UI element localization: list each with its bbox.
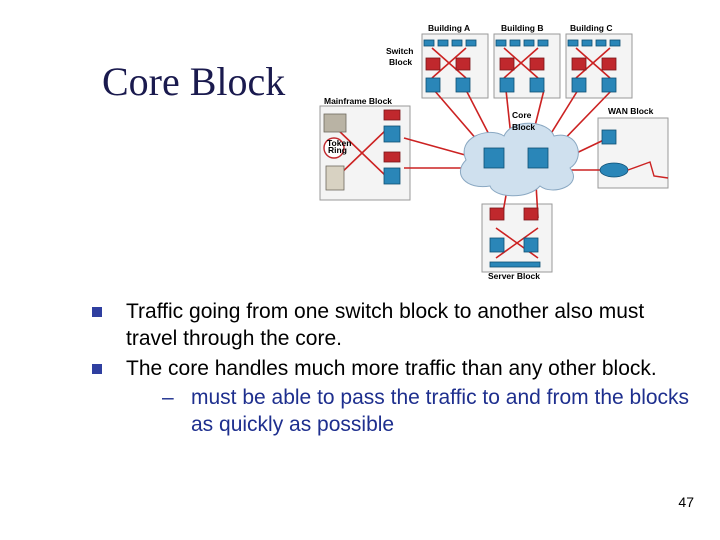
dash-bullet-icon: – <box>162 386 174 409</box>
bullet-text: The core handles much more traffic than … <box>126 357 657 380</box>
bullet-item: The core handles much more traffic than … <box>92 355 692 438</box>
label-building-a: Building A <box>428 23 470 33</box>
label-switch-block-line1: Switch <box>386 46 413 56</box>
sub-bullet-text: must be able to pass the traffic to and … <box>191 386 690 436</box>
label-mainframe-block: Mainframe Block <box>324 96 392 106</box>
label-token-ring-line2: Ring <box>328 145 347 155</box>
label-building-b: Building B <box>501 23 544 33</box>
network-diagram: Building A Building B Building C Switch … <box>319 23 669 281</box>
square-bullet-icon <box>92 307 102 317</box>
bullet-item: Traffic going from one switch block to a… <box>92 298 692 352</box>
label-core-line2: Block <box>512 122 535 132</box>
label-core-line1: Core <box>512 110 532 120</box>
label-token-ring-line1: Token <box>327 138 351 148</box>
bullet-list: Traffic going from one switch block to a… <box>92 298 692 441</box>
sub-bullet-item: – must be able to pass the traffic to an… <box>126 384 692 438</box>
label-building-c: Building C <box>570 23 613 33</box>
label-switch-block-line2: Block <box>389 57 412 67</box>
page-number: 47 <box>678 494 694 510</box>
label-wan-block: WAN Block <box>608 106 654 116</box>
square-bullet-icon <box>92 364 102 374</box>
bullet-text: Traffic going from one switch block to a… <box>126 300 645 350</box>
slide-title: Core Block <box>102 59 286 104</box>
label-server-block: Server Block <box>488 271 540 281</box>
